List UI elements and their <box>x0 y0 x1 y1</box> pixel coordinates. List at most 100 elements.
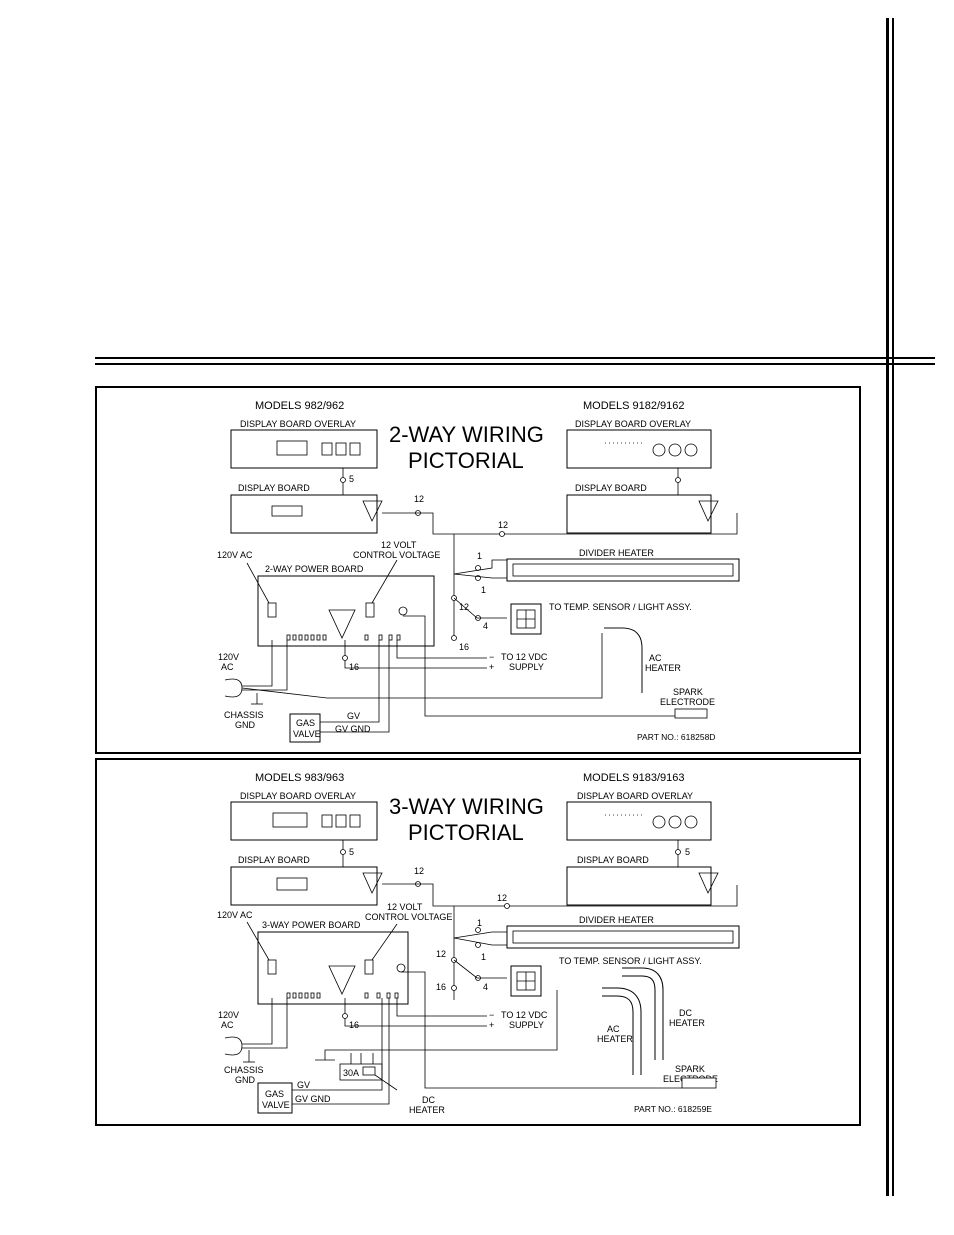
chassis-line2: GND <box>235 1075 256 1085</box>
power-board-label: 3-WAY POWER BOARD <box>262 920 361 930</box>
overlay-left-label: DISPLAY BOARD OVERLAY <box>240 791 356 801</box>
dc-heater-b-line1: DC <box>422 1095 435 1105</box>
divider-heater-label: DIVIDER HEATER <box>579 915 654 925</box>
wire-16b-label: 16 <box>349 662 359 672</box>
right-margin-rule-thick <box>886 18 889 1196</box>
two-way-wiring-diagram: MODELS 982/962 MODELS 9182/9162 2-WAY WI… <box>217 400 740 743</box>
display-board-right <box>566 494 712 534</box>
plug-icon <box>224 1036 243 1056</box>
overlay-left-label: DISPLAY BOARD OVERLAY <box>240 419 356 429</box>
display-board-left-label: DISPLAY BOARD <box>238 483 310 493</box>
overlay-knob-2 <box>668 443 682 457</box>
wire-1a-label: 1 <box>477 918 482 928</box>
supply-plus: + <box>489 1020 494 1030</box>
dc-heater-b-line2: HEATER <box>409 1105 445 1115</box>
part-number: PART NO.: 618258D <box>637 732 715 742</box>
plug-line1: 120V <box>218 652 239 662</box>
wire-1b-label: 1 <box>481 952 486 962</box>
ac-heater-line1: AC <box>649 653 662 663</box>
ac-in-label: 120V AC <box>217 550 253 560</box>
gas-valve-line2: VALVE <box>262 1100 290 1110</box>
power-board-label: 2-WAY POWER BOARD <box>265 564 364 574</box>
ac-heater-line2: HEATER <box>645 663 681 673</box>
overlay-right-label: DISPLAY BOARD OVERLAY <box>575 419 691 429</box>
diagram-title-line2: PICTORIAL <box>408 448 524 473</box>
right-margin-rule-thin <box>892 18 894 1196</box>
display-board-left-window <box>271 505 303 517</box>
wire-5b-label: 5 <box>685 847 690 857</box>
divider-heater-label: DIVIDER HEATER <box>579 548 654 558</box>
gv-label: GV <box>347 711 360 721</box>
overlay-key-2 <box>335 442 347 456</box>
overlay-display-window <box>276 440 308 456</box>
wire-4-label: 4 <box>483 621 488 631</box>
supply-line1: TO 12 VDC <box>501 652 548 662</box>
gv-gnd-label: GV GND <box>335 724 371 734</box>
supply-minus: − <box>489 1010 494 1020</box>
gas-valve <box>257 1082 293 1114</box>
ac-heater-line2: HEATER <box>597 1034 633 1044</box>
overlay-right-label: DISPLAY BOARD OVERLAY <box>577 791 693 801</box>
spark-electrode <box>674 708 708 719</box>
wire-12a-label: 12 <box>414 494 424 504</box>
gv-label: GV <box>297 1080 310 1090</box>
plug-icon <box>224 678 243 698</box>
models-right-label: MODELS 9183/9163 <box>583 772 685 784</box>
display-board-right-label: DISPLAY BOARD <box>575 483 647 493</box>
overlay-key-3 <box>349 442 361 456</box>
overlay-knob-1 <box>652 443 666 457</box>
chassis-line1: CHASSIS <box>224 710 264 720</box>
models-right-label: MODELS 9182/9162 <box>583 400 685 412</box>
overlay-key-1 <box>321 442 333 456</box>
temp-sensor-label: TO TEMP. SENSOR / LIGHT ASSY. <box>559 956 702 966</box>
dc-heater-line2: HEATER <box>669 1018 705 1028</box>
spark-electrode <box>681 1077 717 1089</box>
chassis-line1: CHASSIS <box>224 1065 264 1075</box>
control-voltage-line2: CONTROL VOLTAGE <box>353 550 440 560</box>
supply-line2: SUPPLY <box>509 1020 544 1030</box>
control-voltage-line2: CONTROL VOLTAGE <box>365 912 452 922</box>
temp-sensor-label: TO TEMP. SENSOR / LIGHT ASSY. <box>549 602 692 612</box>
section-rule-bottom <box>95 363 935 365</box>
three-way-wiring-diagram: MODELS 983/963 MODELS 9183/9163 3-WAY WI… <box>217 772 740 1115</box>
two-way-wiring-panel: MODELS 982/962 MODELS 9182/9162 2-WAY WI… <box>95 386 861 754</box>
display-board-right <box>566 866 712 906</box>
spark-line1: SPARK <box>673 687 703 697</box>
supply-minus: − <box>489 652 494 662</box>
ac-in-label: 120V AC <box>217 910 253 920</box>
display-board-right-label: DISPLAY BOARD <box>577 855 649 865</box>
control-voltage-line1: 12 VOLT <box>381 540 417 550</box>
display-board-left-window <box>276 877 308 891</box>
wire-5a-label: 5 <box>349 847 354 857</box>
dc-heater-line1: DC <box>679 1008 692 1018</box>
gv-gnd-label: GV GND <box>295 1094 331 1104</box>
overlay-knob-2 <box>668 815 682 829</box>
overlay-key-2 <box>335 814 347 828</box>
fuse-label: 30A <box>343 1068 359 1078</box>
wire-12c-label: 12 <box>436 949 446 959</box>
wire-12a-label: 12 <box>414 866 424 876</box>
display-board-left-label: DISPLAY BOARD <box>238 855 310 865</box>
diagram-title-line1: 3-WAY WIRING <box>389 794 544 819</box>
plug-line2: AC <box>221 1020 234 1030</box>
wire-16a-label: 16 <box>459 642 469 652</box>
wire-4-label: 4 <box>483 982 488 992</box>
wire-1b-label: 1 <box>481 585 486 595</box>
display-board-left <box>230 494 378 534</box>
gas-valve <box>289 713 321 743</box>
wire-12b-label: 12 <box>498 520 508 530</box>
gas-valve-line1: GAS <box>296 718 315 728</box>
three-way-wiring-panel: MODELS 983/963 MODELS 9183/9163 3-WAY WI… <box>95 758 861 1126</box>
overlay-key-1 <box>321 814 333 828</box>
section-rule-top <box>95 357 935 359</box>
overlay-knob-3 <box>684 815 698 829</box>
wire-16a-label: 16 <box>436 982 446 992</box>
two-way-power-board <box>257 575 435 647</box>
diagram-title-line2: PICTORIAL <box>408 820 524 845</box>
ac-heater-line1: AC <box>607 1024 620 1034</box>
wire-16b-label: 16 <box>349 1020 359 1030</box>
three-way-power-board <box>257 931 409 1005</box>
plug-line1: 120V <box>218 1010 239 1020</box>
supply-line1: TO 12 VDC <box>501 1010 548 1020</box>
overlay-display-window <box>272 812 308 828</box>
